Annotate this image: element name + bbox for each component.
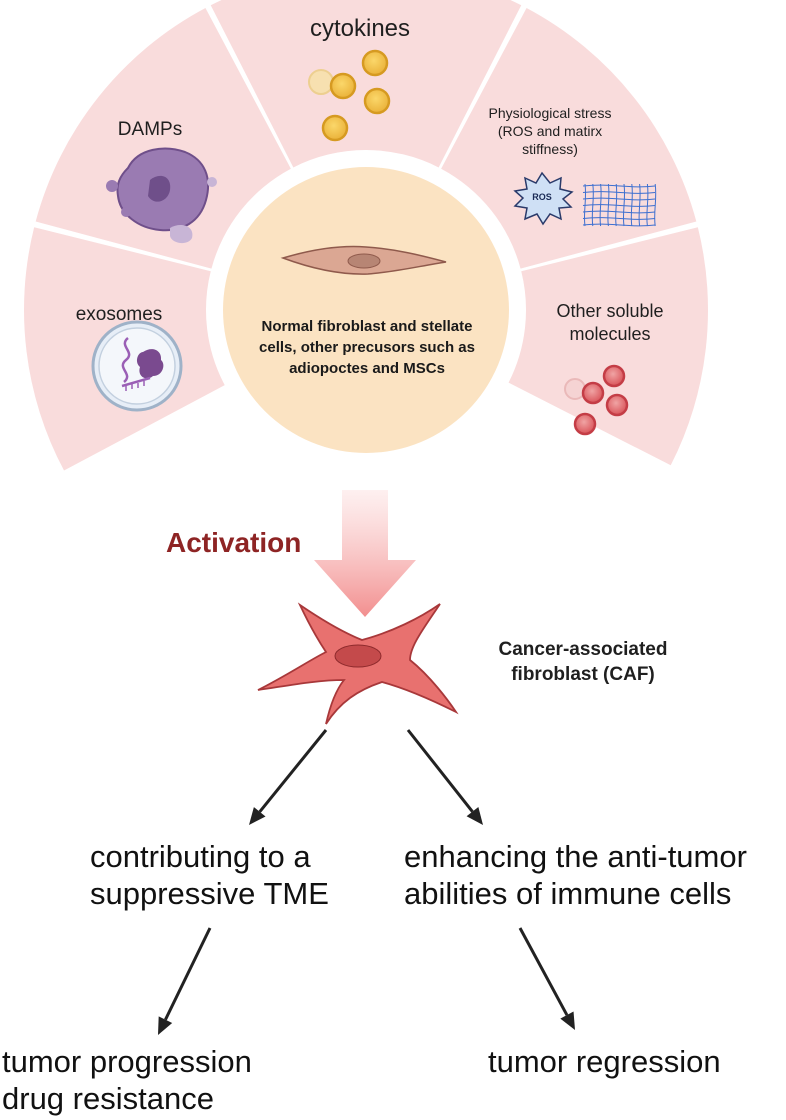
soluble-label-line1: Other soluble — [556, 301, 664, 321]
arrow-to-suppressive — [249, 729, 328, 825]
activation-arrow — [314, 490, 416, 617]
arrow-to-antitumor — [406, 729, 483, 825]
segment-physiological-stress — [441, 8, 697, 269]
stress-label-line2: (ROS and matirx — [497, 123, 603, 139]
precursor-label-line1: Normal fibroblast and stellate — [261, 318, 473, 335]
flow-arrows — [158, 729, 575, 1035]
precursor-circle — [223, 167, 509, 453]
caf-cell-icon — [257, 602, 459, 725]
outcome-antitumor-line1: enhancing the anti-tumor — [404, 839, 747, 874]
exosomes-label: exosomes — [75, 304, 163, 325]
precursor-label-line2: cells, other precusors such as — [259, 339, 475, 356]
outcome-suppressive-line2: suppressive TME — [90, 876, 329, 911]
damps-cell-debris-icon — [106, 147, 217, 244]
caf-label-line2: fibroblast (CAF) — [511, 664, 655, 685]
outcome-suppressive: contributing to a suppressive TME — [90, 838, 370, 912]
stress-label-line1: Physiological stress — [488, 105, 612, 121]
activation-label: Activation — [166, 527, 302, 558]
soluble-molecules-icon — [564, 364, 629, 436]
stress-label-line3: stiffness) — [522, 141, 578, 157]
soluble-label-line2: molecules — [569, 324, 651, 344]
ros-burst-icon — [513, 171, 574, 226]
result-regression: tumor regression — [488, 1044, 721, 1079]
result-progression: tumor progression drug resistance — [2, 1043, 302, 1117]
stress-label: Physiological stress (ROS and matirx sti… — [460, 104, 640, 158]
exosome-icon — [91, 320, 183, 412]
precursor-label: Normal fibroblast and stellate cells, ot… — [236, 316, 498, 379]
outcome-antitumor-line2: abilities of immune cells — [404, 876, 732, 911]
ros-label: ROS — [532, 192, 552, 202]
caf-label-line1: Cancer-associated — [498, 639, 668, 660]
cytokines-label: cytokines — [309, 15, 411, 42]
matrix-stiffness-icon — [582, 183, 657, 227]
outcome-antitumor: enhancing the anti-tumor abilities of im… — [404, 838, 784, 912]
arrow-to-progression — [158, 927, 212, 1035]
segment-other-soluble — [508, 227, 708, 466]
arrow-to-regression — [518, 927, 575, 1030]
segment-cytokines — [210, 0, 522, 168]
caf-label: Cancer-associated fibroblast (CAF) — [468, 637, 698, 687]
result-progression-line2: drug resistance — [2, 1081, 214, 1116]
damps-label: DAMPs — [117, 119, 183, 140]
segment-damps — [35, 8, 291, 269]
result-progression-line1: tumor progression — [2, 1044, 252, 1079]
outcome-suppressive-line1: contributing to a — [90, 839, 311, 874]
fibroblast-nucleus-icon — [347, 253, 381, 269]
precursor-label-line3: adiopoctes and MSCs — [289, 360, 445, 377]
soluble-label: Other soluble molecules — [540, 300, 680, 346]
cytokines-icon — [308, 49, 391, 142]
